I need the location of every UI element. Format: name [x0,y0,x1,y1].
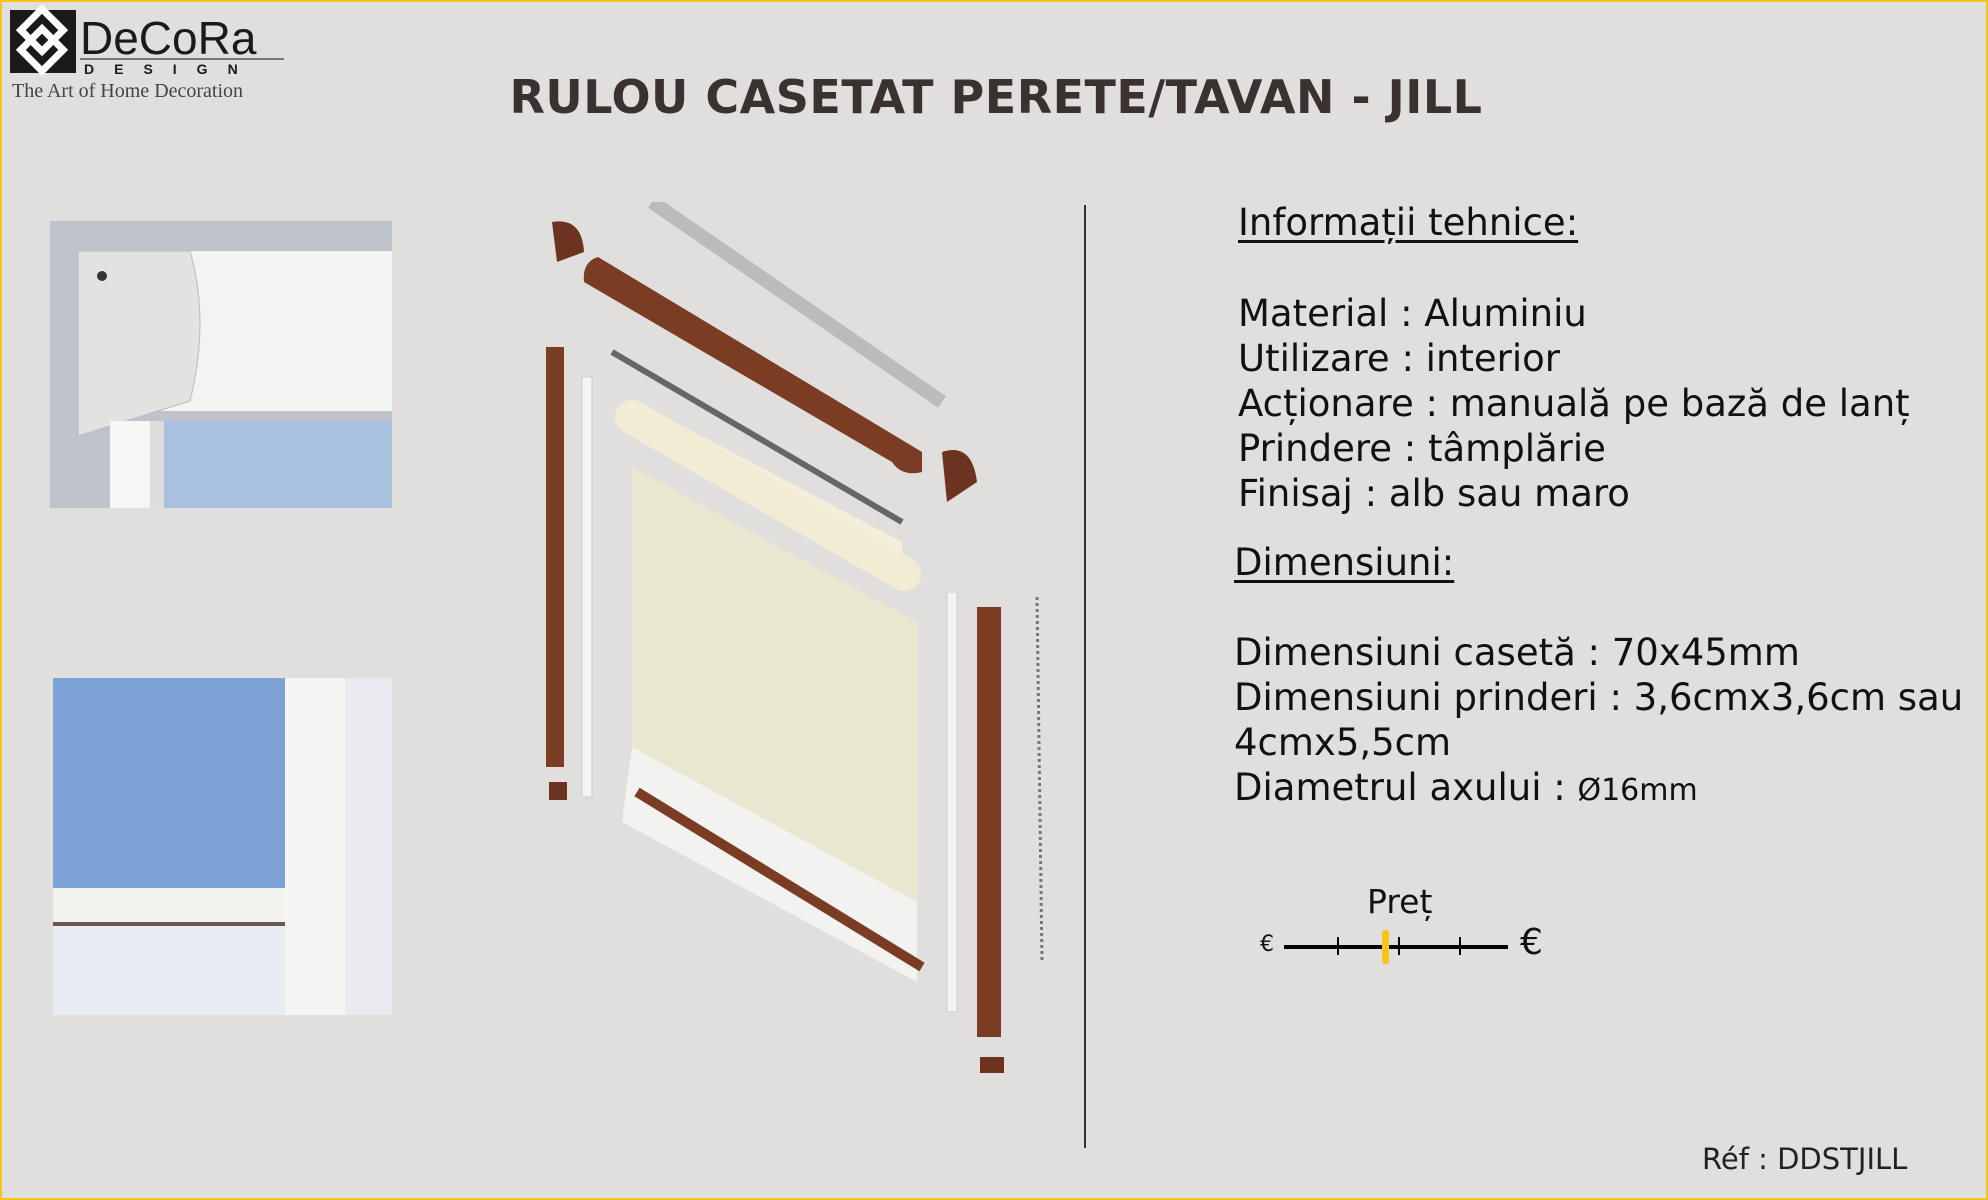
price-level-marker [1381,930,1389,964]
spec-mounting: Prindere : tâmplărie [1238,427,1606,470]
dim-axle: Diametrul axului : Ø16mm [1234,765,1698,813]
price-track [1284,945,1508,949]
dim-brackets-cont: 4cmx5,5cm [1234,721,1452,764]
dim-axle-label: Diametrul axului : [1234,766,1578,809]
price-scale: Preț € € [1252,882,1552,972]
dim-brackets: Dimensiuni prinderi : 3,6cmx3,6cm sau [1234,676,1964,719]
spec-operation: Acționare : manuală pe bază de lanț [1238,382,1910,425]
exploded-view-diagram [472,196,1092,1102]
price-tick [1337,937,1339,955]
svg-text:DeCoRa: DeCoRa [80,12,257,64]
spec-material: Material : Aluminiu [1238,292,1587,335]
cassette-closeup-photo [50,221,392,508]
price-low-symbol: € [1260,932,1274,957]
price-tick [1459,937,1461,955]
tech-info-heading: Informații tehnice: [1238,201,1579,244]
dim-axle-value: Ø16mm [1577,773,1698,808]
dim-cassette: Dimensiuni casetă : 70x45mm [1234,631,1800,674]
brand-logo: DeCoRa DESIGN The Art of Home Decoration [4,2,294,106]
spec-finish: Finisaj : alb sau maro [1238,472,1630,515]
price-high-symbol: € [1520,922,1543,963]
cassette-profile [583,257,922,474]
price-label: Preț [1367,882,1433,921]
fabric-closeup-photo [53,678,392,1015]
reference-code: Réf : DDSTJILL [1702,1142,1908,1176]
svg-text:The Art of Home Decoration: The Art of Home Decoration [12,80,243,102]
dimensions-heading: Dimensiuni: [1234,541,1455,584]
svg-text:DESIGN: DESIGN [84,61,258,77]
price-tick [1398,937,1400,955]
vertical-divider [1084,205,1086,1148]
page-title: RULOU CASETAT PERETE/TAVAN - JILL [509,70,1483,124]
spec-usage: Utilizare : interior [1238,337,1561,380]
